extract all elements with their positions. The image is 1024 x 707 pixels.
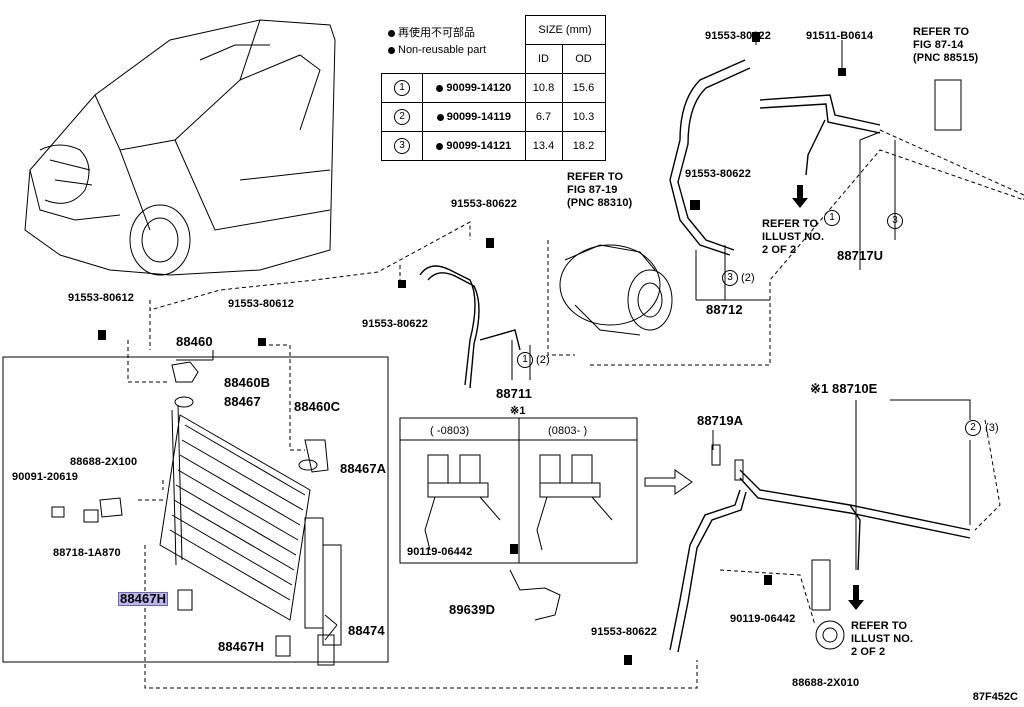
note-marker: ※1 xyxy=(510,405,526,417)
part-label[interactable]: 91553-80622 xyxy=(685,168,751,180)
ring-number: 2 xyxy=(965,420,981,436)
legend-od: 15.6 xyxy=(561,73,606,103)
refer-label[interactable]: REFER TO xyxy=(913,26,970,38)
refer-label[interactable]: REFER TO xyxy=(567,171,624,183)
legend-table: SIZE (mm) ID OD 1 90099-14120 10.8 15.6 … xyxy=(380,15,606,161)
size-note: (2) xyxy=(741,272,755,284)
ring-number: 3 xyxy=(722,270,738,286)
legend-part: 90099-14119 xyxy=(446,111,511,123)
part-label[interactable]: 91553-80622 xyxy=(362,318,428,330)
ring-number: 1 xyxy=(394,80,411,96)
refer-label[interactable]: 2 OF 2 xyxy=(851,646,886,658)
inset-label-left: ( -0803) xyxy=(430,425,470,437)
legend-row: 1 90099-14120 10.8 15.6 xyxy=(380,73,606,103)
inset-variant-left xyxy=(424,454,501,551)
part-label[interactable]: 88474 xyxy=(348,623,385,638)
part-label[interactable]: 90119-06442 xyxy=(730,613,796,625)
bolts xyxy=(98,32,846,665)
refer-label[interactable]: ILLUST NO. xyxy=(851,633,914,645)
label-leaders xyxy=(176,38,971,641)
part-label[interactable]: 88719A xyxy=(697,413,744,428)
size-header: SIZE (mm) xyxy=(524,15,606,45)
condenser-box xyxy=(2,356,389,663)
part-label[interactable]: 91553-80622 xyxy=(705,30,771,42)
legend-part: 90099-14120 xyxy=(446,82,512,94)
part-label[interactable]: 88467 xyxy=(224,394,261,409)
part-label[interactable]: 88460B xyxy=(224,375,271,390)
refer-label[interactable]: FIG 87-19 xyxy=(567,184,618,196)
part-label[interactable]: 89639D xyxy=(449,602,496,617)
condenser xyxy=(159,404,342,666)
legend-row: 2 90099-14119 6.7 10.3 xyxy=(380,102,606,132)
ring-number: 3 xyxy=(394,138,411,154)
figure-code: 87F452C xyxy=(972,691,1018,703)
part-label[interactable]: 88688-2X010 xyxy=(792,677,860,689)
compressor xyxy=(559,244,673,336)
pipes xyxy=(419,59,971,653)
part-label[interactable]: 91553-80622 xyxy=(451,198,517,210)
part-label[interactable]: 88688-2X100 xyxy=(70,456,138,468)
part-label[interactable]: 88712 xyxy=(706,302,743,317)
size-note: (3) xyxy=(985,422,999,434)
part-label[interactable]: 91553-80612 xyxy=(68,292,134,304)
legend-row: 3 90099-14121 13.4 18.2 xyxy=(380,131,606,161)
vehicle-illustration xyxy=(24,19,336,276)
legend-od: 10.3 xyxy=(561,102,606,132)
legend-id: 13.4 xyxy=(524,131,563,161)
part-label[interactable]: ※1 88710E xyxy=(810,381,878,396)
part-label[interactable]: 88460C xyxy=(294,399,341,414)
part-label[interactable]: 88711 xyxy=(496,386,532,401)
part-label[interactable]: 91553-80612 xyxy=(228,298,294,310)
refer-label[interactable]: REFER TO xyxy=(762,218,819,230)
part-label[interactable]: 91553-80622 xyxy=(591,626,657,638)
part-label[interactable]: 88460 xyxy=(176,334,213,349)
refer-label[interactable]: 2 OF 2 xyxy=(762,244,797,256)
ring-number: 3 xyxy=(887,213,903,229)
refer-label[interactable]: (PNC 88515) xyxy=(913,52,979,64)
highlighted-part-label[interactable]: 88467H xyxy=(118,591,169,606)
legend-id: 6.7 xyxy=(524,102,563,132)
part-label[interactable]: 91511-B0614 xyxy=(806,30,874,42)
part-label[interactable]: 88718-1A870 xyxy=(53,547,121,559)
legend-note-ja: 再使用不可部品 xyxy=(398,27,475,39)
legend-note-en: Non-reusable part xyxy=(398,44,487,56)
ring-number: 1 xyxy=(824,210,840,226)
leader-lines xyxy=(127,129,1024,689)
refer-label[interactable]: REFER TO xyxy=(851,620,908,632)
col-od: OD xyxy=(561,44,606,74)
legend-part: 90099-14121 xyxy=(446,140,512,152)
refer-label[interactable]: ILLUST NO. xyxy=(762,231,825,243)
arrow-icon xyxy=(644,469,693,495)
part-label[interactable]: 90119-06442 xyxy=(407,546,473,558)
size-note: (2) xyxy=(536,354,550,366)
bracket-89639d xyxy=(509,569,561,621)
legend-id: 10.8 xyxy=(524,73,563,103)
brackets xyxy=(51,361,329,523)
part-label[interactable]: 88467A xyxy=(340,461,387,476)
legend-notes: 再使用不可部品 Non-reusable part xyxy=(388,25,486,59)
refer-label[interactable]: FIG 87-14 xyxy=(913,39,964,51)
pressure-switch xyxy=(711,444,845,650)
inset-variant-right xyxy=(536,454,613,551)
part-label[interactable]: 90091-20619 xyxy=(12,471,78,483)
col-id: ID xyxy=(524,44,563,74)
legend-od: 18.2 xyxy=(561,131,606,161)
part-label[interactable]: 88467H xyxy=(218,639,265,654)
down-arrow-icons xyxy=(792,185,864,610)
refer-label[interactable]: (PNC 88310) xyxy=(567,197,633,209)
expansion-valve xyxy=(934,79,962,131)
part-label[interactable]: 88717U xyxy=(837,248,884,263)
ring-number: 2 xyxy=(394,109,411,125)
ring-number: 1 xyxy=(517,352,533,368)
inset-label-right: (0803- ) xyxy=(548,425,588,437)
